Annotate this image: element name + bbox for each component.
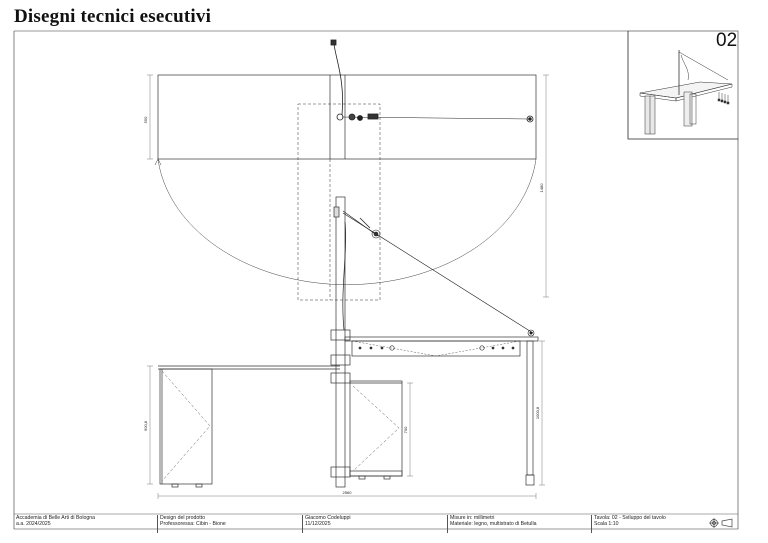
elevation-view <box>158 196 539 488</box>
title-block-school: Accademia di Belle Arti di Bologna a.a. … <box>16 515 96 528</box>
plan-lamp-cable <box>330 39 534 123</box>
dim-swing-height: 1480 <box>539 183 544 193</box>
title-block-course: Design del prodotto Professoressa: Cibin… <box>160 515 226 528</box>
inset-perspective <box>639 50 733 135</box>
title-block-material: Misure in: millimetri Materiale: legno, … <box>450 515 537 528</box>
title-block: Accademia di Belle Arti di Bologna a.a. … <box>14 515 738 537</box>
plan-dashed-outline <box>297 103 381 301</box>
title-block-divider <box>591 515 592 533</box>
title-block-author: Giacomo Codeluppi 11/12/2025 <box>305 515 351 528</box>
elevation-lamp <box>342 210 535 337</box>
title-block-divider <box>447 515 448 533</box>
lamp-pole <box>335 196 346 488</box>
right-leg <box>526 340 534 476</box>
plan-view <box>154 74 537 301</box>
dim-leg-height: 1000,8 <box>535 406 540 419</box>
sheet-frame <box>13 30 739 530</box>
title-block-divider <box>302 515 303 533</box>
dim-total-width: 2560 <box>343 490 353 495</box>
page-title: Disegni tecnici esecutivi <box>14 6 212 27</box>
dim-base-height-left: 900,8 <box>143 420 148 431</box>
title-block-divider <box>157 515 158 533</box>
dim-top-depth: 550 <box>143 116 148 123</box>
title-block-sheet: Tavola: 02 - Sviluppo del tavolo Scala 1… <box>594 515 666 528</box>
dim-inner-height: 700 <box>403 426 408 433</box>
swing-arc <box>157 158 537 285</box>
left-cabinet <box>159 368 213 485</box>
first-angle-projection-icon <box>709 518 733 528</box>
inset-frame <box>627 30 739 140</box>
drawer-panel <box>351 340 521 357</box>
right-desk-top <box>344 336 539 342</box>
plan-table-top <box>157 74 537 160</box>
center-cabinet <box>349 380 403 477</box>
sheet-number: 02 <box>716 30 738 51</box>
